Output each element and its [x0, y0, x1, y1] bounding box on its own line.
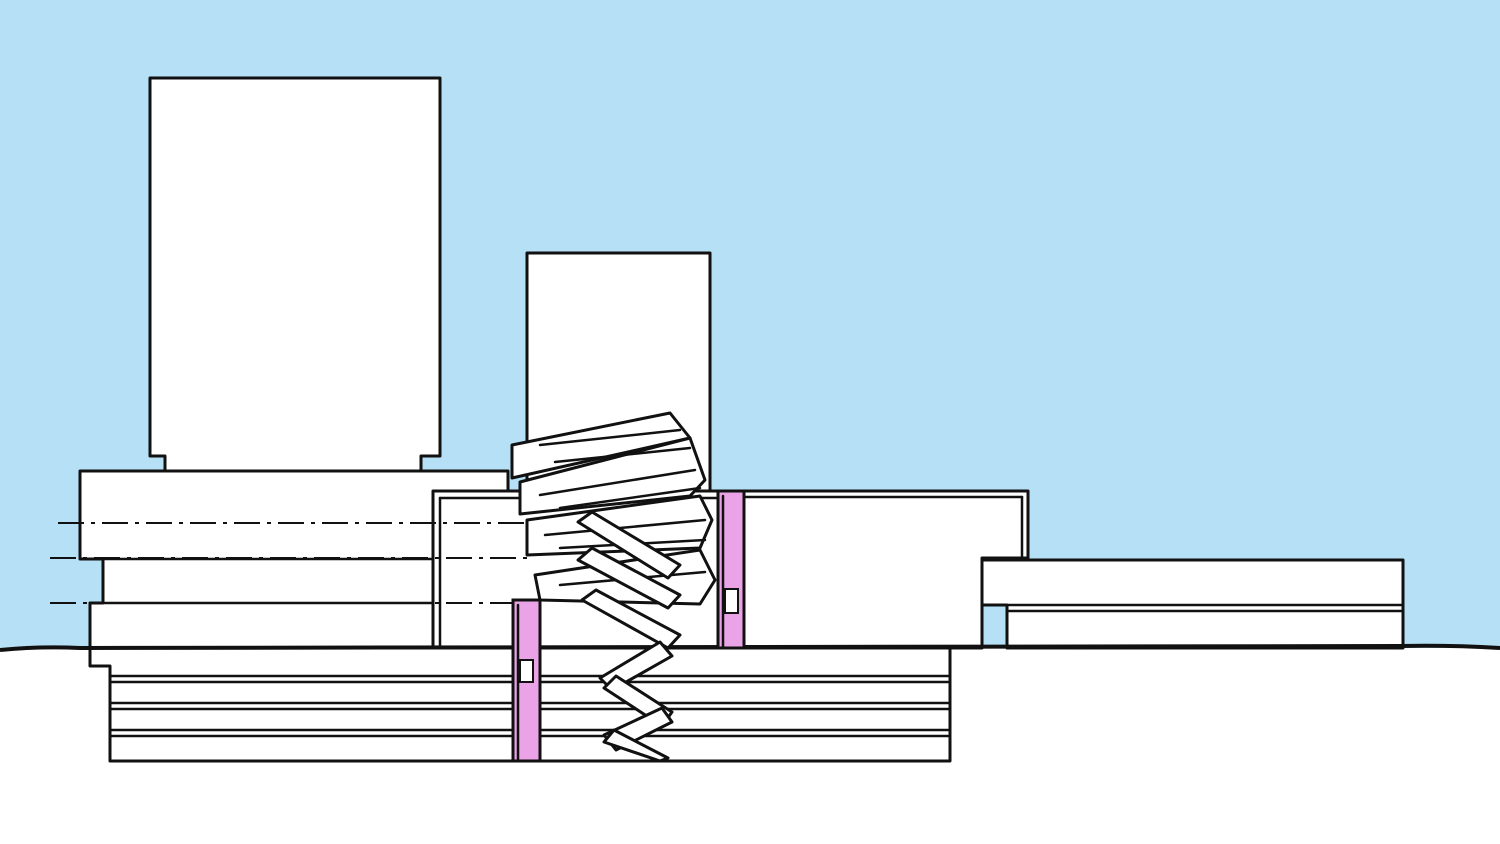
flight-3 [580, 588, 682, 650]
right-elevator-core [716, 489, 746, 650]
tread-5 [543, 518, 707, 537]
flight-1 [576, 510, 682, 580]
elevator-cab-icon [519, 659, 534, 683]
tread-1 [538, 428, 682, 447]
tread-3 [538, 468, 697, 497]
tread-4 [558, 486, 702, 510]
stair-volume-3 [525, 494, 714, 557]
zigzag-stairs [576, 510, 682, 763]
elevator-cab-icon [724, 588, 739, 614]
left-elevator-core [511, 598, 542, 763]
tread-2 [553, 446, 692, 464]
flight-2 [576, 546, 682, 610]
flight-7 [602, 728, 670, 763]
tall-tower [148, 76, 442, 473]
ground-line [0, 643, 1500, 652]
